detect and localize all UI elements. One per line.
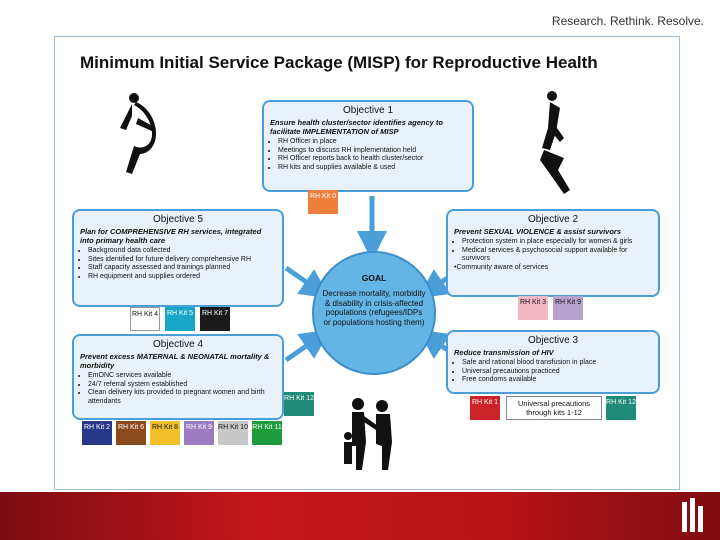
pregnant-woman-icon [120,93,156,174]
list-item: Background data collected [88,247,276,256]
list-item: EmONC services available [88,372,276,381]
rh-kit-1: RH Kit 1 [470,396,500,420]
list-item: RH Officer in place [278,138,466,147]
list-item: Medical services & psychosocial support … [462,247,652,264]
rh-kit-12-obj3: RH Kit 12 [606,396,636,420]
list-item: Protection system in place especially fo… [462,238,652,247]
footer-bar [0,492,720,540]
objective-5-list: Background data collected Sites identifi… [74,247,282,281]
objective-4-box: Objective 4 Prevent excess MATERNAL & NE… [72,334,284,420]
objective-2-box: Objective 2 Prevent SEXUAL VIOLENCE & as… [446,209,660,297]
list-item: Meetings to discuss RH implementation he… [278,147,466,156]
list-item: Clean delivery kits provided to pregnant… [88,389,276,406]
objective-2-extra: •Community aware of services [454,263,549,271]
rh-kit-9-obj2: RH Kit 9 [553,296,583,320]
goal-title: GOAL [361,273,387,283]
objective-5-lead: Plan for COMPREHENSIVE RH services, inte… [80,227,262,245]
family-figures-icon [344,398,392,470]
objective-2-lead: Prevent SEXUAL VIOLENCE & assist survivo… [454,227,622,236]
rh-kit-2: RH Kit 2 [82,421,112,445]
objective-3-list: Safe and rational blood transfusion in p… [448,359,658,385]
brand-logo-icon [682,498,703,532]
rh-kit-3: RH Kit 3 [518,296,548,320]
rh-kit-12-obj4: RH Kit 12 [284,392,314,416]
list-item: RH equipment and supplies ordered [88,273,276,282]
objective-1-lead: Ensure health cluster/sector identifies … [270,118,443,136]
rh-kit-6: RH Kit 6 [116,421,146,445]
objective-1-heading: Objective 1 [342,105,394,116]
objective-4-lead: Prevent excess MATERNAL & NEONATAL morta… [80,352,270,370]
list-item: RH kits and supplies available & used [278,164,466,173]
rh-kit-5: RH Kit 5 [165,307,195,331]
diagram-title: Minimum Initial Service Package (MISP) f… [80,53,598,72]
objective-3-box: Objective 3 Reduce transmission of HIV S… [446,330,660,394]
objective-2-list: Protection system in place especially fo… [448,238,658,264]
objective-5-heading: Objective 5 [152,214,204,225]
objective-2-heading: Objective 2 [527,214,579,225]
list-item: Staff capacity assessed and trainings pl… [88,264,276,273]
objective-1-box: Objective 1 Ensure health cluster/sector… [262,100,474,192]
list-item: Sites identified for future delivery com… [88,256,276,265]
list-item: RH Officer reports back to health cluste… [278,155,466,164]
universal-precautions-box: Universal precautions through kits 1-12 [506,396,602,420]
woman-figure-icon [540,91,570,194]
objective-5-box: Objective 5 Plan for COMPREHENSIVE RH se… [72,209,284,307]
rh-kit-4: RH Kit 4 [130,307,160,331]
rh-kit-9-obj4: RH Kit 9 [184,421,214,445]
tagline: Research. Rethink. Resolve. [551,14,704,28]
objective-4-heading: Objective 4 [152,339,204,350]
goal-circle: GOAL Decrease mortality, morbidity & dis… [312,251,436,375]
list-item: Universal precautions practiced [462,368,652,377]
rh-kit-8: RH Kit 8 [150,421,180,445]
goal-text: Decrease mortality, morbidity & disabili… [322,289,426,327]
objective-3-lead: Reduce transmission of HIV [454,348,554,357]
rh-kit-7: RH Kit 7 [200,307,230,331]
list-item: Free condoms available [462,376,652,385]
rh-kit-0: RH Kit 0 [308,190,338,214]
objective-1-list: RH Officer in place Meetings to discuss … [264,138,472,172]
objective-4-list: EmONC services available 24/7 referral s… [74,372,282,406]
objective-3-heading: Objective 3 [527,335,579,346]
list-item: Safe and rational blood transfusion in p… [462,359,652,368]
list-item: 24/7 referral system established [88,381,276,390]
rh-kit-10: RH Kit 10 [218,421,248,445]
rh-kit-11: RH Kit 11 [252,421,282,445]
